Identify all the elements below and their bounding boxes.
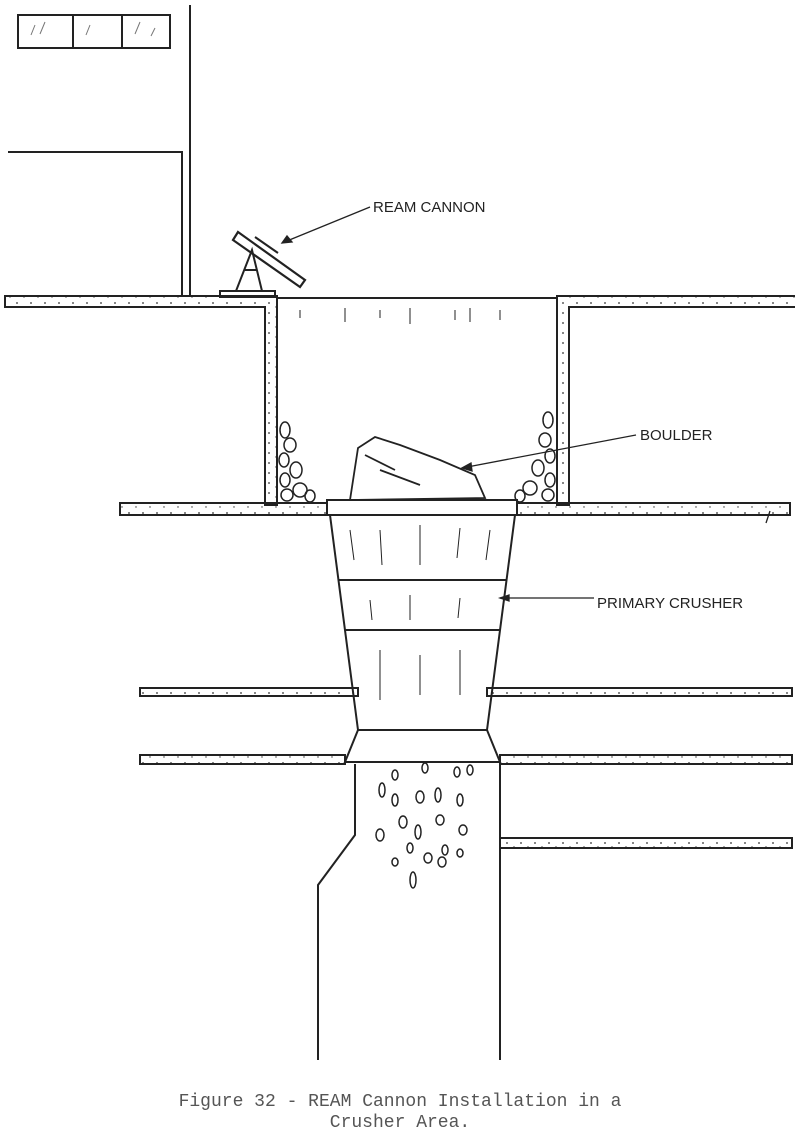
figure-caption-line1: Figure 32 - REAM Cannon Installation in … (178, 1092, 622, 1112)
rock-piles (278, 411, 556, 503)
boulder (348, 436, 487, 501)
window (17, 14, 171, 49)
label-primary-crusher: PRIMARY CRUSHER (597, 595, 743, 612)
figure-caption-line2: Crusher Area. (329, 1113, 471, 1133)
primary-crusher (326, 499, 518, 763)
floor-slabs (4, 295, 795, 849)
label-ream-cannon: REAM CANNON (373, 199, 486, 216)
ream-cannon (219, 230, 307, 298)
leader-lines (280, 206, 771, 602)
label-boulder: BOULDER (640, 427, 713, 444)
discharge-chute (317, 764, 501, 1060)
crushed-rock (375, 762, 474, 889)
building (8, 5, 191, 296)
